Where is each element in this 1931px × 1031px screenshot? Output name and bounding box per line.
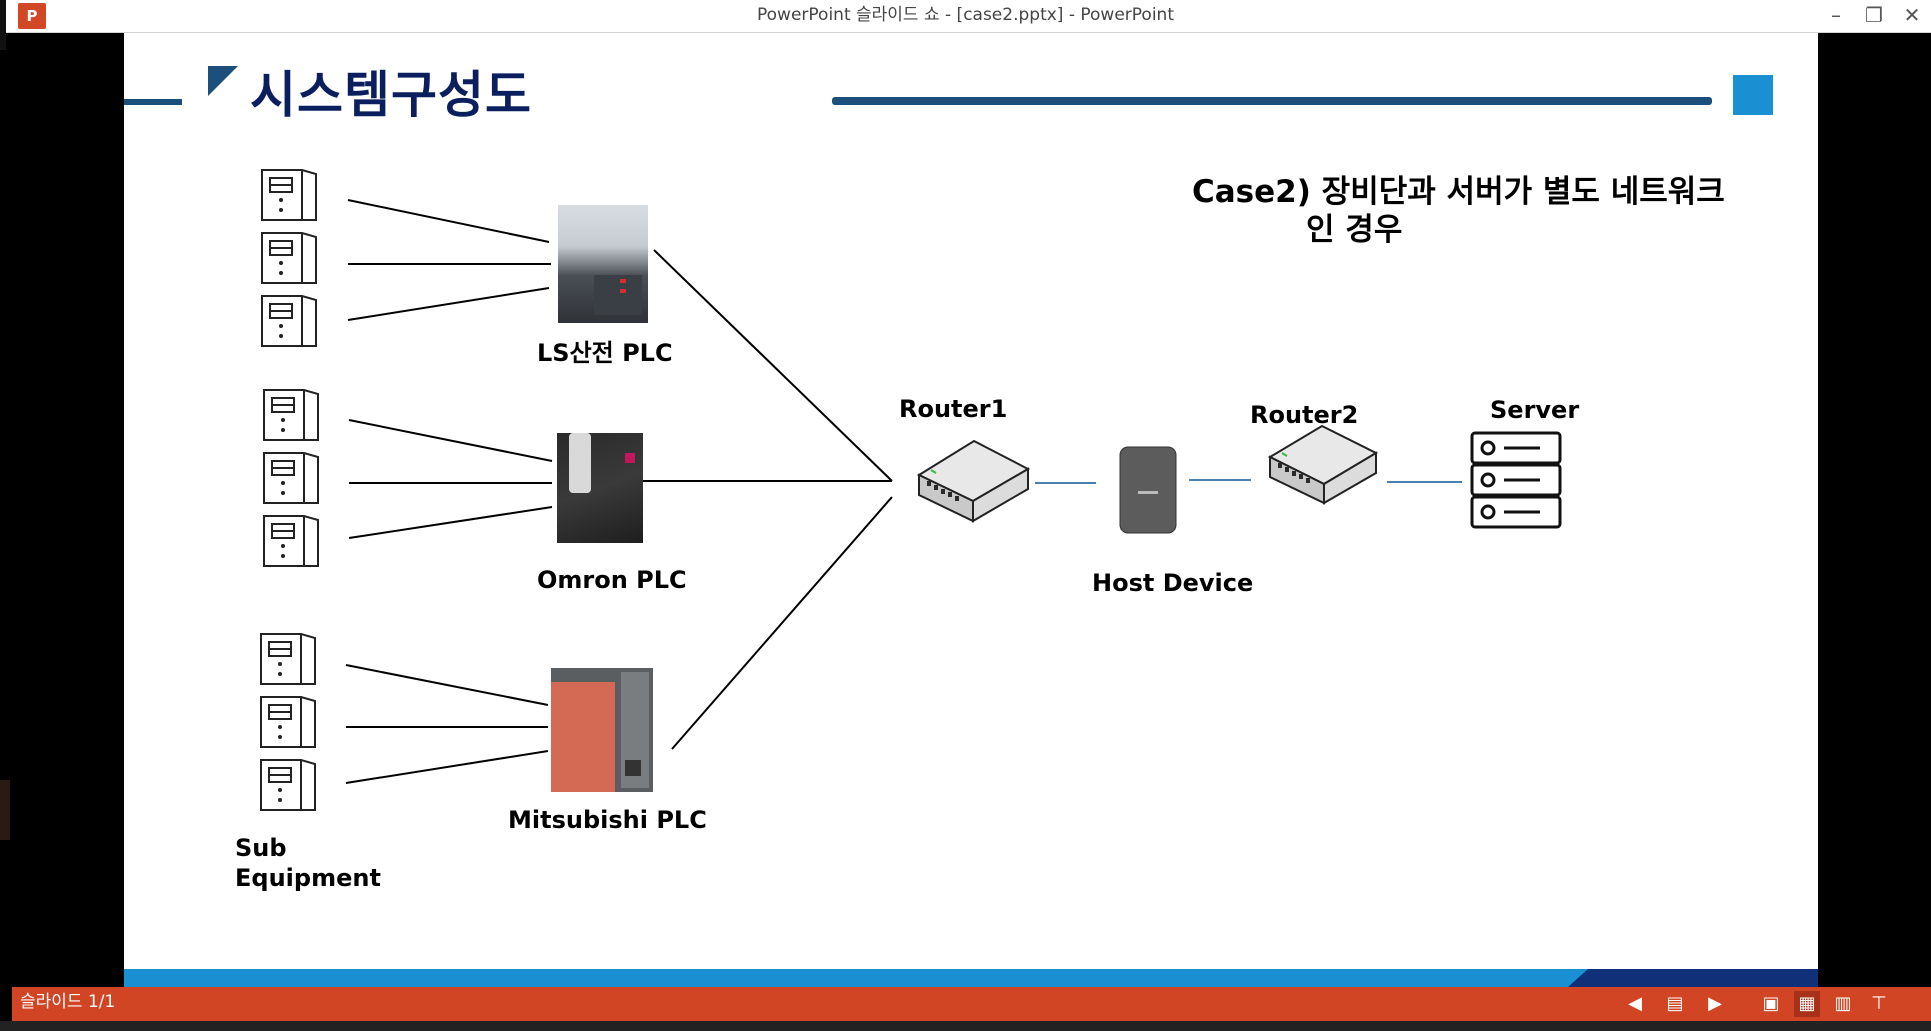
ls-plc-image [558, 205, 648, 323]
sub-equipment-label-line1: Sub [235, 834, 287, 862]
sub-equipment-pc-icon [263, 452, 319, 504]
reading-view-icon[interactable]: ▥ [1834, 993, 1852, 1014]
next-icon[interactable]: ▶ [1708, 993, 1722, 1014]
case-line-1: Case2) 장비단과 서버가 별도 네트워크 [1192, 174, 1725, 210]
omron-plc-label: Omron PLC [537, 566, 687, 594]
sub-equipment-pc-icon [260, 759, 316, 811]
notes-icon[interactable]: ▤ [1666, 993, 1684, 1014]
normal-view-icon[interactable]: ▣ [1762, 993, 1780, 1014]
window-edge [0, 0, 6, 50]
router2-label: Router2 [1250, 401, 1359, 429]
slide-footer-accent [1568, 969, 1818, 987]
powerpoint-logo-icon: P [18, 3, 46, 29]
server-icon [1470, 431, 1562, 529]
header-decoration [124, 66, 1773, 115]
omron-plc-image [557, 433, 643, 543]
sub-equipment-pc-icon [263, 389, 319, 441]
slide-footer-band [124, 969, 1818, 987]
sub-equipment-label: Sub Equipment [235, 833, 381, 893]
sub-equipment-pc-icon [261, 295, 317, 347]
minimize-button[interactable]: – [1831, 3, 1841, 27]
slide-sorter-icon[interactable]: ▦ [1794, 991, 1820, 1017]
slide-title: 시스템구성도 [250, 66, 532, 124]
sub-equipment-pc-icon [263, 515, 319, 567]
server-label: Server [1490, 396, 1580, 424]
host-device-icon [1119, 446, 1177, 534]
case-description: Case2) 장비단과 서버가 별도 네트워크 인 경우 [1192, 173, 1725, 249]
restore-button[interactable]: ❐ [1865, 3, 1883, 27]
sub-equipment-pc-icon [261, 169, 317, 221]
router1-label: Router1 [899, 395, 1008, 423]
host-device-label: Host Device [1092, 569, 1254, 597]
ls-plc-label: LS산전 PLC [537, 339, 673, 367]
slide-counter: 슬라이드 1/1 [20, 992, 116, 1012]
left-edge-decoration [0, 780, 10, 840]
sub-equipment-pc-icon [260, 696, 316, 748]
mitsubishi-plc-label: Mitsubishi PLC [508, 806, 707, 834]
mitsubishi-plc-image [551, 668, 653, 792]
slideshow-icon[interactable]: ⊤ [1871, 993, 1887, 1014]
slideshow-statusbar: 슬라이드 1/1 ◀ ▤ ▶ ▣ ▦ ▥ ⊤ [12, 987, 1931, 1021]
network-diagram [260, 169, 1562, 811]
close-button[interactable]: ✕ [1903, 3, 1921, 27]
slide-canvas: 시스템구성도 Case2) 장비단과 서버가 별도 네트워크 인 경우 [124, 33, 1818, 987]
case-line-2: 인 경우 [1306, 212, 1403, 248]
sub-equipment-pc-icon [261, 232, 317, 284]
router2-icon [1267, 424, 1379, 505]
prev-icon[interactable]: ◀ [1628, 993, 1642, 1014]
taskbar-strip [0, 1021, 1931, 1031]
window-titlebar: P PowerPoint 슬라이드 쇼 - [case2.pptx] - Pow… [0, 0, 1931, 33]
sub-equipment-pc-icon [260, 633, 316, 685]
router1-icon [916, 439, 1031, 523]
window-title: PowerPoint 슬라이드 쇼 - [case2.pptx] - Power… [757, 5, 1174, 25]
sub-equipment-label-line2: Equipment [235, 864, 381, 892]
connection-lines [345, 199, 893, 784]
